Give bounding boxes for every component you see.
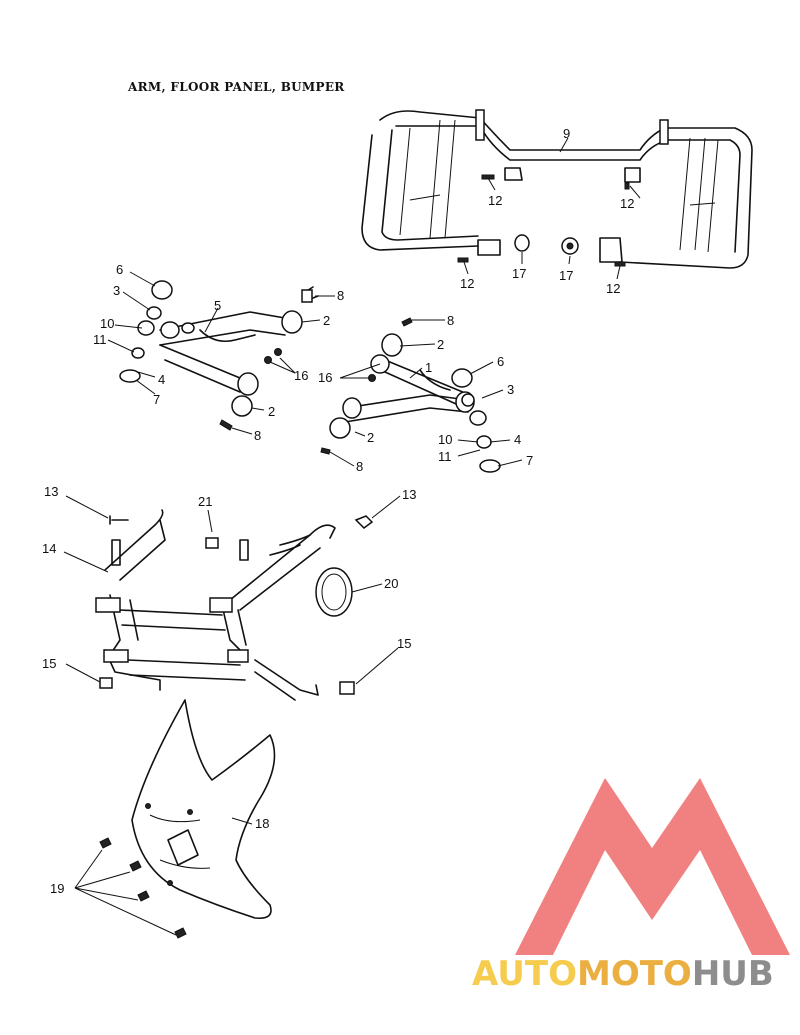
bumper-bolts-12 <box>457 174 630 267</box>
callout-21: 21 <box>198 494 212 509</box>
callout-20: 20 <box>384 576 398 591</box>
callout-2-c: 2 <box>437 337 444 352</box>
callout-16-a: 16 <box>294 368 308 383</box>
watermark-brand-moto: MOTO <box>577 954 692 994</box>
callout-9: 9 <box>563 126 570 141</box>
callout-18: 18 <box>255 816 269 831</box>
left-a-arm <box>159 310 303 417</box>
callout-10-b: 10 <box>438 432 452 447</box>
watermark-brand-hub: HUB <box>692 954 774 994</box>
callout-12-d: 12 <box>606 281 620 296</box>
callout-7-b: 7 <box>526 453 533 468</box>
automotohub-watermark: AUTOMOTOHUB <box>472 778 790 994</box>
callout-4-a: 4 <box>158 372 165 387</box>
callout-12-a: 12 <box>488 193 502 208</box>
callout-17-b: 17 <box>559 268 573 283</box>
callout-11-a: 11 <box>93 332 107 347</box>
callout-2-b: 2 <box>268 404 275 419</box>
callout-8-d: 8 <box>356 459 363 474</box>
callout-10-a: 10 <box>100 316 114 331</box>
callout-12-c: 12 <box>460 276 474 291</box>
right-a-arm <box>329 333 475 439</box>
skid-plate <box>131 699 276 920</box>
rear-bumper <box>361 109 753 269</box>
callout-4-b: 4 <box>514 432 521 447</box>
callout-17-a: 17 <box>512 266 526 281</box>
right-ball-joint-parts <box>320 317 501 473</box>
left-ball-joint-parts <box>119 280 319 431</box>
watermark-brand-auto: AUTO <box>472 954 577 994</box>
leader-lines <box>63 137 641 936</box>
callout-3-b: 3 <box>507 382 514 397</box>
diagram-title: ARM, FLOOR PANEL, BUMPER <box>128 80 345 94</box>
callout-15-a: 15 <box>42 656 56 671</box>
skid-bolts-19 <box>99 837 187 939</box>
callout-11-b: 11 <box>438 449 452 464</box>
svg-text:AUTOMOTOHUB: AUTOMOTOHUB <box>472 954 774 994</box>
callout-6-b: 6 <box>497 354 504 369</box>
callout-3-a: 3 <box>113 283 120 298</box>
callout-labels: 9 12 12 12 12 17 17 6 3 10 11 4 7 5 8 2 … <box>42 126 634 896</box>
callout-16-b: 16 <box>318 370 332 385</box>
callout-14: 14 <box>42 541 56 556</box>
callout-15-b: 15 <box>397 636 411 651</box>
callout-2-a: 2 <box>323 313 330 328</box>
callout-6-a: 6 <box>116 262 123 277</box>
callout-8-c: 8 <box>447 313 454 328</box>
bumper-clamps-17 <box>514 234 579 255</box>
callout-8-a: 8 <box>337 288 344 303</box>
frame-hardware <box>99 515 374 695</box>
callout-5: 5 <box>214 298 221 313</box>
callout-13-b: 13 <box>402 487 416 502</box>
callout-13-a: 13 <box>44 484 58 499</box>
callout-12-b: 12 <box>620 196 634 211</box>
callout-1: 1 <box>425 360 432 375</box>
callout-2-d: 2 <box>367 430 374 445</box>
callout-8-b: 8 <box>254 428 261 443</box>
callout-7-a: 7 <box>153 392 160 407</box>
callout-19: 19 <box>50 881 64 896</box>
watermark-logo-icon <box>515 778 790 955</box>
front-frame <box>95 509 336 701</box>
